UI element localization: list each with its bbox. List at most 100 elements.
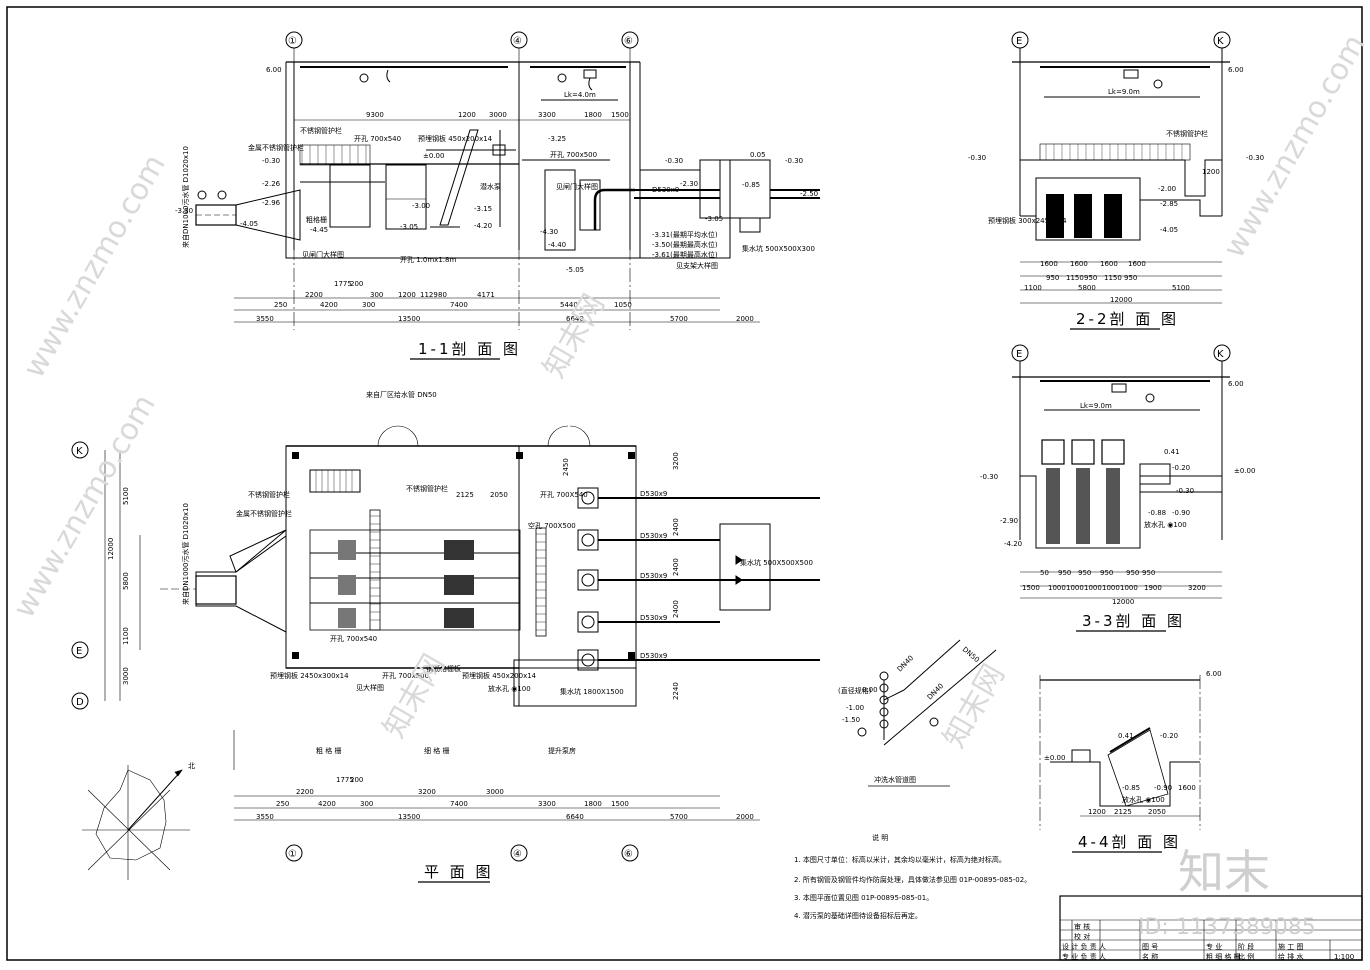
dim-text: 12000 [1112, 598, 1134, 606]
elev-label: 1200 [1202, 168, 1220, 176]
callout: 金属不锈钢管护栏 [248, 143, 304, 152]
elev-label: -1.50 [842, 716, 860, 724]
elev-label: -0.90 [1172, 509, 1190, 517]
axis-label: K [76, 446, 83, 457]
tb-row: 审 核 [1074, 922, 1090, 931]
axis-label: K [1217, 36, 1224, 47]
zone-label: 提升泵房 [548, 746, 576, 755]
elev-label: 0.05 [750, 151, 766, 159]
callout: 见支架大样图 [676, 261, 718, 270]
dim-text: 1600 [1100, 260, 1118, 268]
dim-text: 1600 [1178, 784, 1196, 792]
elev-label: -0.20 [1172, 464, 1190, 472]
dim-text: 200 [350, 280, 363, 288]
dim-text: 950 [1046, 274, 1059, 282]
callout: 集水坑 500X500X500 [740, 558, 813, 567]
view-title: 2-2剖 面 图 [1076, 310, 1179, 328]
dim-text: 3300 [538, 800, 556, 808]
tb-field: 比 例 [1238, 952, 1254, 961]
dim-text: 950 [1142, 569, 1155, 577]
tb-scale: 1:100 [1334, 953, 1354, 961]
axis-label: E [1016, 349, 1022, 360]
dim-text: 1000 [1102, 584, 1120, 592]
watermark-cn: 知末网 [937, 659, 1012, 754]
lk-label: Lk=9.0m [1080, 402, 1112, 410]
axis-label: ④ [513, 849, 522, 860]
dim-text: 1000 [1084, 584, 1102, 592]
screen-channels [309, 509, 547, 637]
dim-text: 6640 [566, 315, 584, 323]
flush-legend: (直径规格) [838, 686, 872, 695]
callout: 开孔 700x540 [330, 635, 377, 643]
dim-text: 1129 [420, 291, 438, 299]
elev-label: -0.90 [1154, 784, 1172, 792]
north-label: 北 [188, 762, 195, 770]
pipe-label: D530x9 [640, 614, 667, 622]
callout: 预埋钢板 450x200x14 [418, 134, 493, 143]
tb-field: 名 称 [1142, 952, 1158, 961]
dim-text: 7400 [450, 301, 468, 309]
screen-units [1041, 439, 1125, 544]
dim-text: 950 [1084, 274, 1097, 282]
elev-label: -2.50 [800, 190, 818, 198]
callout: 金属不锈钢管护栏 [236, 509, 292, 518]
callout: 开孔 1.0mx1.8m [400, 256, 456, 264]
dim-text: 950 [1100, 569, 1113, 577]
dim-text: 7400 [450, 800, 468, 808]
elev-label: -0.85 [742, 181, 760, 189]
inlet-label: 来自DN1000污水管 D1020x10 [181, 503, 190, 605]
watermark-cn: 知末网 [537, 289, 612, 384]
watermark-site: www.znzmo.com [1217, 29, 1370, 264]
dim-text: 4200 [320, 301, 338, 309]
dim-text: 950 [1124, 274, 1137, 282]
axis-label: ⑥ [624, 849, 633, 860]
elev-label: -4.05 [240, 220, 258, 228]
view-title: 4-4剖 面 图 [1078, 833, 1181, 851]
pipe-label: DN50 [961, 645, 981, 664]
elev-label: 0.41 [1118, 732, 1134, 740]
dim-text: 1500 [611, 111, 629, 119]
callout: 放水孔 ◉100 [1122, 795, 1165, 804]
elev-label: -2.90 [1000, 517, 1018, 525]
elev-label: -0.20 [1160, 732, 1178, 740]
axis-label: ④ [513, 36, 522, 47]
dim-text: 13500 [398, 813, 420, 821]
dim-text: 250 [276, 800, 289, 808]
elev-label: -4.30 [540, 228, 558, 236]
view-title: 3-3剖 面 图 [1082, 612, 1185, 630]
view-title: 冲洗水管道图 [874, 775, 916, 784]
zone-label: 粗 格 栅 [316, 746, 341, 755]
elev-label: -0.88 [1148, 509, 1166, 517]
elev-label: 0.00 [862, 686, 878, 694]
dim-text: 3000 [122, 667, 130, 685]
axis-label: ① [288, 849, 297, 860]
dim-text: 1000 [1048, 584, 1066, 592]
dim-text: 50 [1040, 569, 1049, 577]
dim-text: 1775 [334, 280, 352, 288]
dim-text: 1600 [1040, 260, 1058, 268]
callout: 不锈钢管护栏 [406, 484, 448, 493]
dim-text: 2000 [736, 813, 754, 821]
elev-label: -3.05 [400, 223, 418, 231]
callout: 预埋钢板 300x2450x14 [988, 216, 1067, 225]
dim-text: 2200 [305, 291, 323, 299]
elev-label: -1.00 [846, 704, 864, 712]
dim-text: 1775 [336, 776, 354, 784]
dim-text: 1800 [584, 111, 602, 119]
elev-label: -0.30 [1246, 154, 1264, 162]
note-item: 4. 潜污泵的基础详图待设备招标后再定。 [794, 911, 922, 920]
dim-text: 4200 [318, 800, 336, 808]
dim-text: 6640 [566, 813, 584, 821]
dim-text: 2450 [562, 458, 570, 476]
callout: 不锈钢管护栏 [1166, 129, 1208, 138]
note-item: 1. 本图尺寸单位：标高以米计，其余均以毫米计，标高为绝对标高。 [794, 855, 1006, 864]
elev-label: -5.05 [566, 266, 584, 274]
tb-field: 图 号 [1142, 943, 1158, 951]
dim-text: 1200 [398, 291, 416, 299]
dim-text: 950 [1078, 569, 1091, 577]
elev-label: -0.30 [665, 157, 683, 165]
axis-label: K [1217, 349, 1224, 360]
callout: -3.31(最期平均水位) [652, 230, 718, 239]
callout: 预埋钢板 2450x300x14 [270, 671, 349, 680]
